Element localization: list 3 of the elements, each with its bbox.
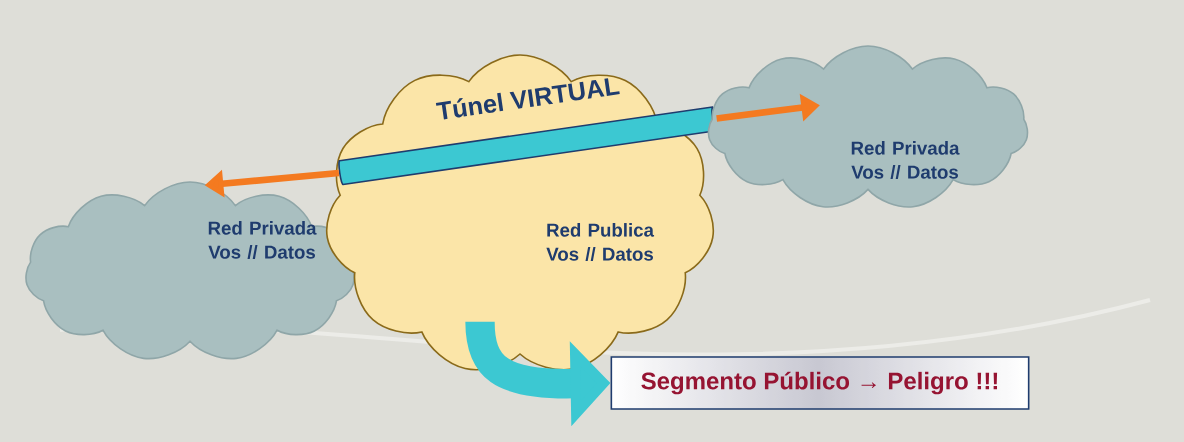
cloud: Red Privada Vos // Datos — [25, 181, 355, 360]
warning-box: Segmento Público → Peligro !!! — [610, 356, 1030, 410]
cloud: Red Privada Vos // Datos — [707, 45, 1029, 208]
